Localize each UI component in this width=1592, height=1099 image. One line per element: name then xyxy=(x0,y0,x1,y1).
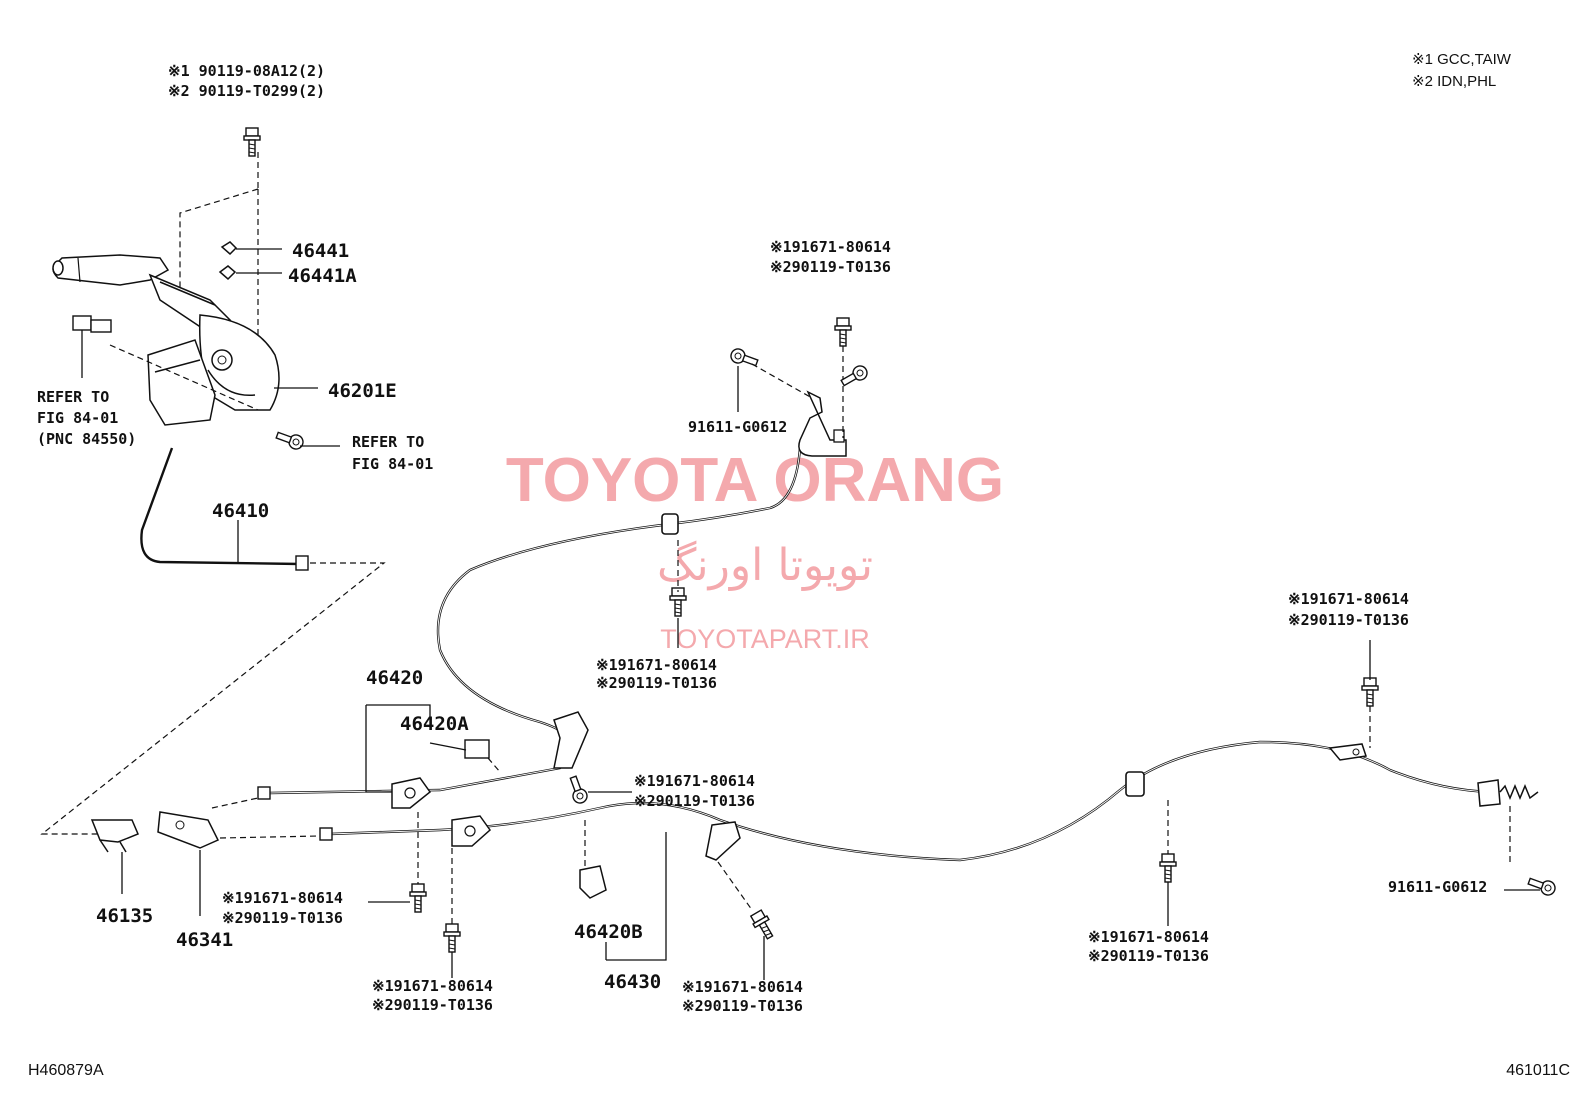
part-label-46135: 46135 xyxy=(96,905,153,927)
part-label-46441: 46441 xyxy=(292,240,349,262)
bolt-label-right-low-1: ※191671-80614 xyxy=(1088,928,1209,946)
bolt-label-top-left-1: ※1 90119-08A12(2) xyxy=(168,62,325,80)
bolt-label-lower-left-2: ※290119-T0136 xyxy=(222,909,343,927)
legend-line-1: ※1 GCC,TAIW xyxy=(1412,51,1512,68)
bolt-label-bottom-left-1: ※191671-80614 xyxy=(372,977,493,995)
bolt-label-right-top-1: ※191671-80614 xyxy=(1288,590,1409,608)
part-label-46420: 46420 xyxy=(366,667,423,689)
refer-label-left-1: REFER TO xyxy=(37,388,109,406)
bolt-label-bottom-left-2: ※290119-T0136 xyxy=(372,996,493,1014)
bolt-label-upper-mid-1: ※191671-80614 xyxy=(770,238,891,256)
refer-label-left-2: FIG 84-01 xyxy=(37,409,118,427)
bolt-label-lower-left-1: ※191671-80614 xyxy=(222,889,343,907)
bolt-label-center-2: ※290119-T0136 xyxy=(596,674,717,692)
part-label-46410: 46410 xyxy=(212,500,269,522)
refer-label-right-2: FIG 84-01 xyxy=(352,455,433,473)
bolt-label-mid-2: ※290119-T0136 xyxy=(634,792,755,810)
watermark-brand-persian: تویوتا اورنگ xyxy=(657,540,873,591)
watermark-url: TOYOTAPART.IR xyxy=(660,624,870,654)
bolt-label-bottom-mid-1: ※191671-80614 xyxy=(682,978,803,996)
bolt-label-right-low-2: ※290119-T0136 xyxy=(1088,947,1209,965)
bolt-label-right-top-2: ※290119-T0136 xyxy=(1288,611,1409,629)
refer-label-left-3: (PNC 84550) xyxy=(37,430,136,448)
part-label-46441A: 46441A xyxy=(288,265,357,287)
legend-line-2: ※2 IDN,PHL xyxy=(1412,73,1496,90)
bolt-label-top-left-2: ※2 90119-T0299(2) xyxy=(168,82,325,100)
part-label-91611-upper: 91611-G0612 xyxy=(688,418,787,436)
bolt-label-upper-mid-2: ※290119-T0136 xyxy=(770,258,891,276)
bolt-label-bottom-mid-2: ※290119-T0136 xyxy=(682,997,803,1015)
equalizer-parts xyxy=(90,797,321,916)
diagram-code-left: H460879A xyxy=(28,1062,104,1079)
region-legend: ※1 GCC,TAIW ※2 IDN,PHL xyxy=(1412,51,1512,90)
part-label-46420A: 46420A xyxy=(400,713,469,735)
part-label-46341: 46341 xyxy=(176,929,233,951)
part-label-91611-lower: 91611-G0612 xyxy=(1388,878,1487,896)
bolt-label-center-1: ※191671-80614 xyxy=(596,656,717,674)
diagram-code-right: 461011C xyxy=(1506,1062,1570,1079)
part-label-46201E: 46201E xyxy=(328,380,397,402)
parking-brake-lever-assembly xyxy=(52,127,340,571)
bolt-label-mid-1: ※191671-80614 xyxy=(634,772,755,790)
brake-cables xyxy=(257,390,1539,899)
dashed-guide xyxy=(40,562,386,835)
watermark: TOYOTA ORANG تویوتا اورنگ TOYOTAPART.IR xyxy=(506,446,1004,654)
labels: ※1 90119-08A12(2) ※2 90119-T0299(2) 4644… xyxy=(28,62,1570,1079)
part-label-46420B: 46420B xyxy=(574,921,643,943)
refer-label-right-1: REFER TO xyxy=(352,433,424,451)
bolts xyxy=(365,317,1558,980)
part-label-46430: 46430 xyxy=(604,971,661,993)
watermark-brand: TOYOTA ORANG xyxy=(506,446,1004,515)
